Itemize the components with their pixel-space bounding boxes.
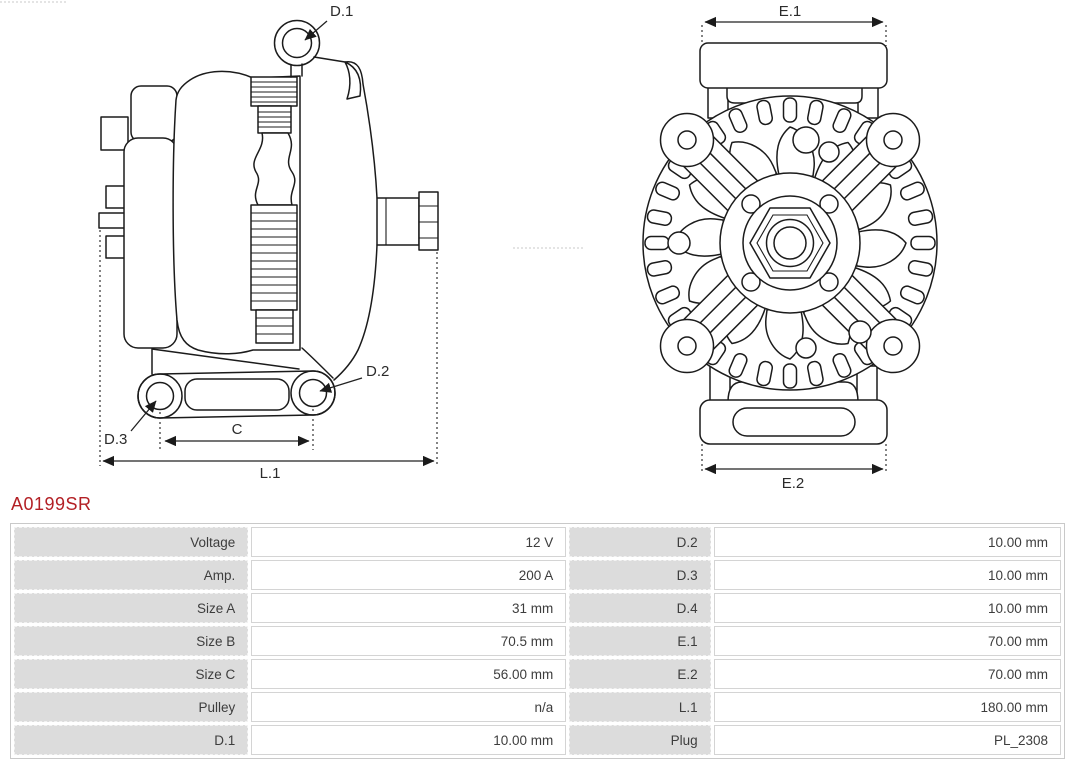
spec-row: Size B 70.5 mm E.1 70.00 mm — [14, 626, 1061, 656]
mount-ear-top — [344, 61, 362, 100]
spec-row: D.1 10.00 mm Plug PL_2308 — [14, 725, 1061, 755]
spec-row: Pulley n/a L.1 180.00 mm — [14, 692, 1061, 722]
brace-bolt-hole — [677, 130, 697, 150]
spec-row: Amp. 200 A D.3 10.00 mm — [14, 560, 1061, 590]
dimension-d3-label: D.3 — [104, 431, 127, 448]
spec-value: n/a — [251, 692, 567, 722]
part-number-title: A0199SR — [11, 494, 92, 514]
spec-value: 10.00 mm — [251, 725, 567, 755]
spec-value: PL_2308 — [713, 725, 1061, 755]
mounting-foot — [137, 348, 336, 419]
spec-value: 70.5 mm — [251, 626, 567, 656]
spec-value: 70.00 mm — [713, 659, 1061, 689]
bottom-bracket — [699, 365, 888, 445]
threaded-stud — [98, 212, 126, 229]
spec-value: 56.00 mm — [251, 659, 567, 689]
spec-label: L.1 — [569, 692, 711, 722]
front-outline-upper — [313, 56, 378, 199]
spec-value: 10.00 mm — [713, 560, 1061, 590]
alternator-front-view: E.1 E.2 — [642, 3, 938, 492]
hub — [719, 172, 861, 314]
spec-label: D.2 — [569, 527, 711, 557]
spec-label: E.2 — [569, 659, 711, 689]
dimension-e1-label: E.1 — [779, 3, 802, 20]
spec-label: Size A — [14, 593, 249, 623]
spec-value: 70.00 mm — [713, 626, 1061, 656]
front-view-dimensions: E.1 E.2 — [701, 3, 887, 492]
spec-value: 200 A — [251, 560, 567, 590]
rear-housing-top — [130, 85, 178, 143]
shaft-ribs — [250, 76, 298, 344]
spec-label: D.1 — [14, 725, 249, 755]
spec-label: Amp. — [14, 560, 249, 590]
dimension-d1-label: D.1 — [330, 3, 353, 20]
spec-value: 180.00 mm — [713, 692, 1061, 722]
top-bracket — [699, 42, 888, 119]
spec-label: Pulley — [14, 692, 249, 722]
spec-row: Voltage 12 V D.2 10.00 mm — [14, 527, 1061, 557]
spec-label: Size C — [14, 659, 249, 689]
dimension-d2-label: D.2 — [366, 363, 389, 380]
pulley — [273, 19, 321, 78]
mount-hole-d3 — [145, 381, 175, 411]
shaft-bore — [773, 226, 807, 260]
spec-label: Size B — [14, 626, 249, 656]
b-plus-terminal — [376, 191, 439, 251]
spec-value: 10.00 mm — [713, 593, 1061, 623]
spec-table: Voltage 12 V D.2 10.00 mm Amp. 200 A D.3… — [10, 523, 1065, 759]
rear-connector-tab — [105, 185, 127, 209]
spec-row: Size C 56.00 mm E.2 70.00 mm — [14, 659, 1061, 689]
front-outline-lower — [333, 244, 378, 381]
spec-value: 12 V — [251, 527, 567, 557]
spec-label: Plug — [569, 725, 711, 755]
body-bottom-edge — [301, 347, 334, 379]
dimension-e2-label: E.2 — [782, 475, 805, 492]
spec-value: 31 mm — [251, 593, 567, 623]
spec-label: E.1 — [569, 626, 711, 656]
side-view-dimensions: D.1 D.2 D.3 C L.1 — [99, 3, 438, 482]
brace-bolt-hole — [677, 336, 697, 356]
dimension-c-label: C — [232, 421, 243, 438]
face-holes — [667, 126, 872, 359]
cooling-slots — [644, 97, 936, 389]
spec-row: Size A 31 mm D.4 10.00 mm — [14, 593, 1061, 623]
brace-bolt-hole — [883, 336, 903, 356]
dimension-l1-label: L.1 — [260, 465, 281, 482]
bracket-slot — [732, 407, 856, 437]
rear-connector-tab — [100, 116, 129, 151]
spec-label: Voltage — [14, 527, 249, 557]
spec-label: D.3 — [569, 560, 711, 590]
spec-value: 10.00 mm — [713, 527, 1061, 557]
rear-connector-tab — [105, 235, 127, 259]
rear-housing — [123, 137, 178, 349]
alternator-side-view: D.1 D.2 D.3 C L.1 — [98, 3, 439, 482]
brace-bolt-hole — [883, 130, 903, 150]
spec-label: D.4 — [569, 593, 711, 623]
technical-drawings: D.1 D.2 D.3 C L.1 — [0, 1, 938, 492]
mount-hole-d2 — [298, 378, 328, 408]
